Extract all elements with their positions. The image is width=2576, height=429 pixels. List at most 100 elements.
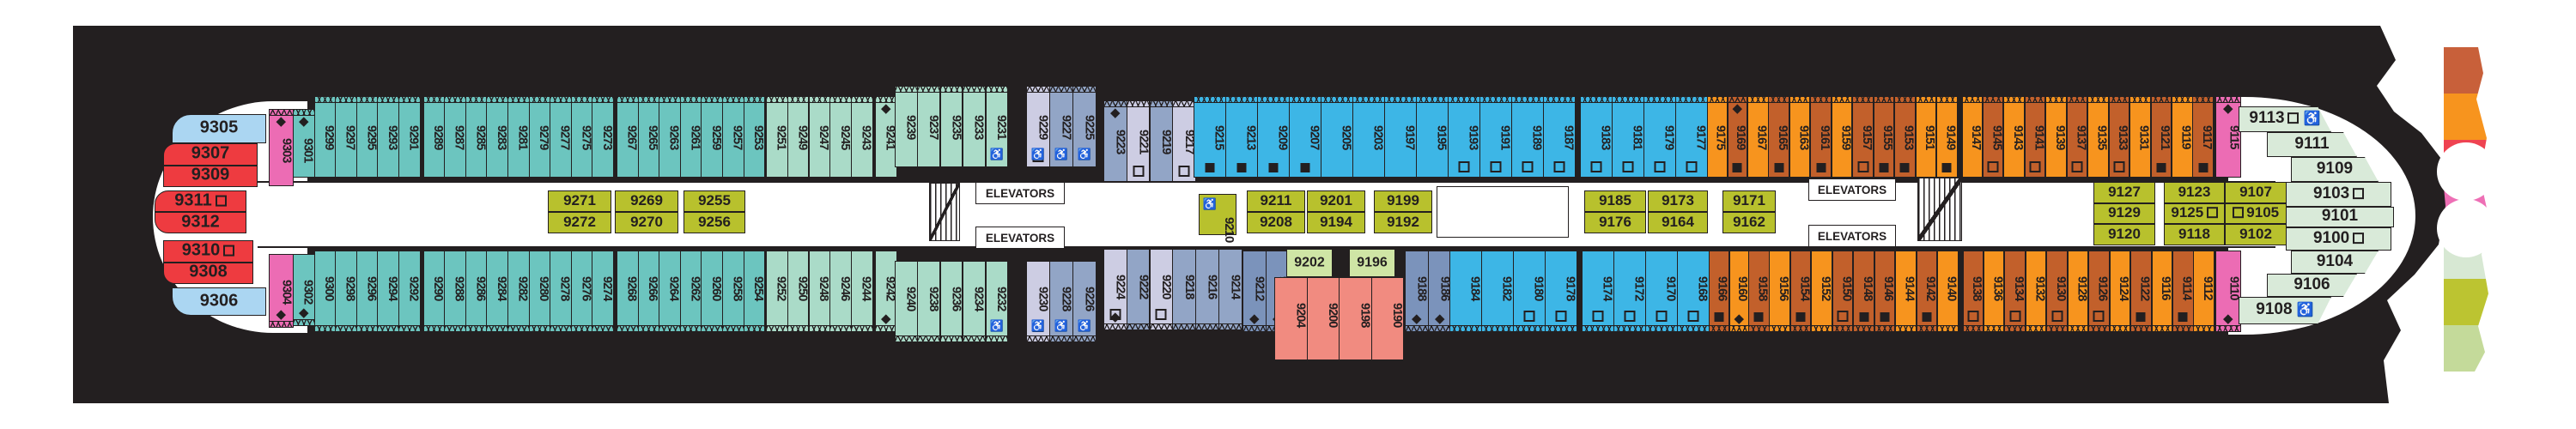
cabin-9274[interactable]: 9274 (592, 251, 614, 332)
cabin-9257[interactable]: 9257 (722, 96, 744, 178)
cabin-9134[interactable]: 9134 (2004, 251, 2026, 332)
cabin-9112[interactable]: 9112 (2193, 251, 2215, 332)
cabin-9100[interactable]: 9100 (2286, 227, 2391, 251)
cabin-9301[interactable]: 9301◆ (293, 109, 315, 178)
cabin-9150[interactable]: 9150 (1832, 251, 1854, 332)
cabin-9276[interactable]: 9276 (570, 251, 593, 332)
cabin-9216[interactable]: 9216 (1195, 249, 1219, 330)
cabin-9200[interactable]: 9200 (1306, 277, 1340, 360)
cabin-9253[interactable]: 9253 (743, 96, 766, 178)
cabin-9226[interactable]: 9226♿ (1072, 261, 1097, 342)
cabin-9210[interactable]: 9210♿ (1199, 194, 1236, 243)
cabin-9136[interactable]: 9136 (1983, 251, 2005, 332)
cabin-9211[interactable]: 9211 (1247, 190, 1305, 212)
cabin-9120[interactable]: 9120 (2093, 224, 2155, 245)
cabin-9261[interactable]: 9261 (679, 96, 702, 178)
cabin-9144[interactable]: 9144 (1895, 251, 1917, 332)
cabin-9233[interactable]: 9233 (963, 86, 986, 167)
cabin-9281[interactable]: 9281 (507, 96, 530, 178)
cabin-9272[interactable]: 9272 (548, 212, 611, 233)
cabin-9266[interactable]: 9266 (637, 251, 660, 332)
cabin-9132[interactable]: 9132 (2025, 251, 2047, 332)
cabin-9135[interactable]: 9135 (2087, 96, 2109, 178)
cabin-9195[interactable]: 9195 (1416, 96, 1449, 178)
cabin-9109[interactable]: 9109 (2291, 157, 2379, 182)
cabin-9214[interactable]: 9214 (1218, 249, 1242, 330)
cabin-9139[interactable]: 9139 (2045, 96, 2067, 178)
cabin-9223[interactable]: 9223◆ (1103, 100, 1127, 182)
cabin-9173[interactable]: 9173 (1648, 190, 1708, 212)
cabin-9191[interactable]: 9191 (1479, 96, 1512, 178)
cabin-9172[interactable]: 9172 (1613, 251, 1646, 332)
cabin-9171[interactable]: 9171 (1722, 190, 1776, 212)
cabin-9141[interactable]: 9141 (2024, 96, 2046, 178)
cabin-9271[interactable]: 9271 (548, 190, 611, 212)
cabin-9149[interactable]: 9149 (1936, 96, 1958, 178)
cabin-9245[interactable]: 9245 (829, 96, 852, 178)
cabin-9259[interactable]: 9259 (701, 96, 723, 178)
cabin-9269[interactable]: 9269 (615, 190, 678, 212)
cabin-9217[interactable]: 9217 (1172, 100, 1196, 182)
cabin-9273[interactable]: 9273 (592, 96, 614, 178)
cabin-9209[interactable]: 9209 (1257, 96, 1290, 178)
cabin-9264[interactable]: 9264 (659, 251, 681, 332)
cabin-9247[interactable]: 9247 (808, 96, 831, 178)
cabin-9221[interactable]: 9221 (1126, 100, 1151, 182)
cabin-9248[interactable]: 9248 (808, 251, 831, 332)
cabin-9294[interactable]: 9294 (377, 251, 399, 332)
cabin-9165[interactable]: 9165 (1768, 96, 1789, 178)
cabin-9250[interactable]: 9250 (787, 251, 810, 332)
cabin-9186[interactable]: 9186◆ (1428, 251, 1452, 332)
cabin-9185[interactable]: 9185 (1584, 190, 1646, 212)
cabin-9177[interactable]: 9177 (1675, 96, 1708, 178)
cabin-9220[interactable]: 9220 (1149, 249, 1174, 330)
cabin-9232[interactable]: 9232♿ (985, 261, 1009, 342)
cabin-9299[interactable]: 9299 (313, 96, 337, 178)
cabin-9303[interactable]: 9303◆ (269, 109, 294, 186)
cabin-9113[interactable]: 9113 ♿ (2239, 106, 2331, 132)
cabin-9254[interactable]: 9254 (743, 251, 766, 332)
cabin-9262[interactable]: 9262 (679, 251, 702, 332)
cabin-9292[interactable]: 9292 (398, 251, 421, 332)
cabin-9140[interactable]: 9140 (1937, 251, 1959, 332)
cabin-9133[interactable]: 9133 (2108, 96, 2130, 178)
cabin-9193[interactable]: 9193 (1448, 96, 1480, 178)
cabin-9183[interactable]: 9183 (1580, 96, 1613, 178)
cabin-9302[interactable]: 9302◆ (293, 254, 315, 326)
cabin-9263[interactable]: 9263 (659, 96, 681, 178)
cabin-9243[interactable]: 9243 (851, 96, 873, 178)
cabin-9125[interactable]: 9125 (2164, 203, 2225, 224)
cabin-9225[interactable]: 9225♿ (1072, 86, 1097, 167)
cabin-9106[interactable]: 9106 (2267, 274, 2357, 297)
cabin-9108[interactable]: 9108 ♿ (2239, 297, 2331, 324)
cabin-9189[interactable]: 9189 (1511, 96, 1544, 178)
cabin-9160[interactable]: 9160◆ (1728, 251, 1749, 332)
cabin-9175[interactable]: 9175 (1707, 96, 1728, 178)
cabin-9291[interactable]: 9291 (398, 96, 421, 178)
cabin-9145[interactable]: 9145 (1982, 96, 2004, 178)
cabin-9180[interactable]: 9180 (1513, 251, 1546, 332)
cabin-9157[interactable]: 9157 (1852, 96, 1874, 178)
cabin-9290[interactable]: 9290 (422, 251, 446, 332)
cabin-9286[interactable]: 9286 (465, 251, 488, 332)
cabin-9126[interactable]: 9126 (2088, 251, 2110, 332)
cabin-9161[interactable]: 9161 (1810, 96, 1832, 178)
cabin-9197[interactable]: 9197 (1384, 96, 1417, 178)
cabin-9256[interactable]: 9256 (683, 212, 745, 233)
cabin-9287[interactable]: 9287 (444, 96, 466, 178)
cabin-9242[interactable]: 9242◆ (875, 251, 897, 332)
cabin-9213[interactable]: 9213 (1225, 96, 1258, 178)
cabin-9231[interactable]: 9231♿ (985, 86, 1009, 167)
cabin-9201[interactable]: 9201 (1307, 190, 1365, 212)
cabin-9265[interactable]: 9265 (637, 96, 660, 178)
cabin-9212[interactable]: 9212◆ (1242, 251, 1267, 332)
cabin-9227[interactable]: 9227♿ (1049, 86, 1073, 167)
cabin-9114[interactable]: 9114 (2172, 251, 2194, 332)
cabin-9251[interactable]: 9251 (766, 96, 788, 178)
cabin-9234[interactable]: 9234 (963, 261, 986, 342)
cabin-9152[interactable]: 9152 (1811, 251, 1832, 332)
cabin-9118[interactable]: 9118 (2164, 224, 2225, 245)
cabin-9123[interactable]: 9123 (2164, 182, 2225, 203)
cabin-9249[interactable]: 9249 (787, 96, 810, 178)
cabin-9163[interactable]: 9163 (1789, 96, 1811, 178)
